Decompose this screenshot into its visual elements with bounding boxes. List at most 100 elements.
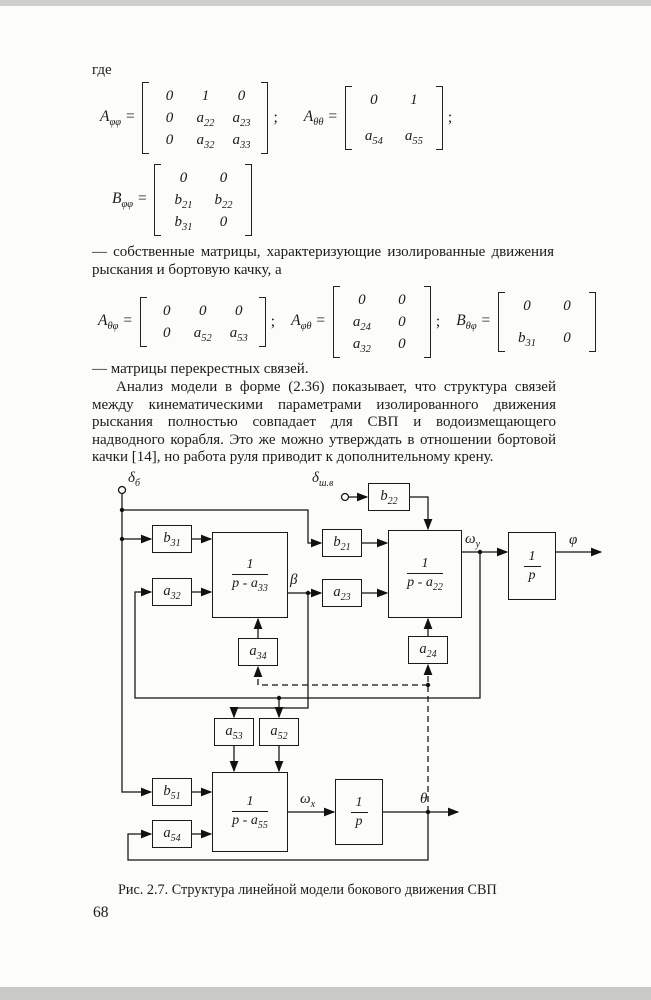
matrix-cell: 0 xyxy=(523,298,531,314)
matrix-cell: 1 xyxy=(410,92,418,108)
matrix-body: 0 0 0 0 a52 a53 xyxy=(139,297,266,347)
separator: ; xyxy=(435,313,441,330)
scan-edge-bottom xyxy=(0,987,651,1000)
matrix-cell: 0 xyxy=(563,298,571,314)
matrix-cell: b31 xyxy=(517,330,536,349)
matrix-row-1: Aφφ = 0 1 0 0 a22 a23 0 a32 a33 ; Aθθ xyxy=(100,82,452,154)
matrix-cell: 0 xyxy=(165,88,174,104)
matrix-label-a-phiphi: Aφφ = xyxy=(100,107,136,129)
matrix-a-phiphi: Aφφ = 0 1 0 0 a22 a23 0 a32 a33 ; xyxy=(100,82,278,154)
input-label-delta-rudder: δб xyxy=(128,470,141,489)
scan-edge-top xyxy=(0,0,651,6)
matrix-grid: 0 0 b31 0 xyxy=(505,292,589,352)
gain-block-a32: a32 xyxy=(152,578,192,606)
wire-theta-to-a54 xyxy=(127,812,429,861)
gain-label-b21: b21 xyxy=(333,533,351,553)
gain-block-a53: a53 xyxy=(214,718,254,746)
matrix-cell: a53 xyxy=(229,325,248,344)
matrix-cell: a32 xyxy=(352,336,371,355)
bracket-right xyxy=(423,286,431,358)
signal-label-phi: φ xyxy=(569,532,578,548)
separator: ; xyxy=(270,313,276,330)
matrix-b-phiphi: Bφφ = 0 0 b21 b22 b31 0 xyxy=(112,164,253,236)
gain-block-b31: b31 xyxy=(152,525,192,553)
matrix-grid: 0 0 0 0 a52 a53 xyxy=(147,297,259,347)
matrix-row-3: Aθφ = 0 0 0 0 a52 a53 ; Aφθ = 0 xyxy=(98,286,596,358)
separator: ; xyxy=(273,109,278,126)
matrix-cell: b21 xyxy=(174,192,193,211)
matrix-cell: a52 xyxy=(193,325,212,344)
signal-label-theta: θ xyxy=(420,791,428,807)
terminal-delta-shv xyxy=(340,492,350,502)
bracket-right xyxy=(258,297,266,347)
gain-block-b51: b51 xyxy=(152,778,192,806)
matrix-cell: 0 xyxy=(219,170,228,186)
matrix-body: 0 0 b21 b22 b31 0 xyxy=(154,164,253,236)
gain-block-b22: b22 xyxy=(368,483,410,511)
matrix-cell: a32 xyxy=(196,132,215,151)
tf-denominator: p xyxy=(355,813,363,829)
gain-label-a54: a54 xyxy=(163,824,181,844)
figure-caption: Рис. 2.7. Структура линейной модели боко… xyxy=(118,882,497,898)
signal-label-beta: β xyxy=(290,572,298,588)
matrix-cell: 0 xyxy=(219,214,228,230)
bracket-right xyxy=(435,86,443,150)
bracket-left xyxy=(142,82,150,154)
matrix-grid: 0 0 b21 b22 b31 0 xyxy=(161,164,245,236)
where-label: где xyxy=(92,62,112,78)
separator: ; xyxy=(447,109,453,126)
page-number: 68 xyxy=(93,904,109,921)
matrix-cell: b31 xyxy=(174,214,193,233)
tf-denominator: p - a33 xyxy=(232,575,268,594)
gain-label-b31: b31 xyxy=(163,529,181,549)
terminal-delta-b xyxy=(117,485,127,495)
matrix-cell: a54 xyxy=(364,128,383,147)
matrix-label-a-thetatheta: Aθθ = xyxy=(303,107,338,129)
tf-numerator: 1 xyxy=(232,794,268,812)
note-cross-matrices: — матрицы перекрестных связей. xyxy=(92,361,309,377)
bracket-right xyxy=(245,164,253,236)
matrix-cell: 0 xyxy=(398,292,406,308)
note-own-matrices: — собственные матрицы, характеризующие и… xyxy=(92,244,554,278)
junction-dots xyxy=(119,507,483,815)
bracket-left xyxy=(344,86,352,150)
matrix-cell: a23 xyxy=(232,110,251,129)
bracket-right xyxy=(261,82,269,154)
matrix-cell: a24 xyxy=(352,314,371,333)
gain-label-a53: a53 xyxy=(225,722,243,742)
matrix-cell: 0 xyxy=(179,170,188,186)
matrix-body: 0 1 a54 a55 xyxy=(344,86,443,150)
matrix-a-thetatheta: Aθθ = 0 1 a54 a55 ; xyxy=(304,86,452,150)
input-label-delta-shv: δш.в xyxy=(312,470,334,489)
input-terminals xyxy=(117,485,350,502)
gain-label-b51: b51 xyxy=(163,782,181,802)
gain-block-a34: a34 xyxy=(238,638,278,666)
gain-label-a34: a34 xyxy=(249,642,267,662)
matrix-cell: 0 xyxy=(237,88,246,104)
tf-numerator: 1 xyxy=(407,556,443,574)
matrix-label-b-thetaphi: Bθφ = xyxy=(456,311,491,333)
matrix-cell: 0 xyxy=(370,92,378,108)
tf-numerator: 1 xyxy=(350,795,368,813)
matrix-cell: a55 xyxy=(404,128,423,147)
wire-theta-to-a34-dashed xyxy=(253,665,428,686)
bracket-left xyxy=(497,292,505,352)
matrix-grid: 0 1 a54 a55 xyxy=(352,86,436,150)
matrix-cell: 0 xyxy=(358,292,366,308)
gain-label-a24: a24 xyxy=(419,640,437,660)
matrix-cell: a33 xyxy=(232,132,251,151)
signal-label-omega-y: ωу xyxy=(465,531,481,550)
matrix-cell: 0 xyxy=(398,314,406,330)
gain-label-a23: a23 xyxy=(333,583,351,603)
bracket-right xyxy=(588,292,596,352)
tf-numerator: 1 xyxy=(232,557,268,575)
matrix-cell: 0 xyxy=(165,132,174,148)
matrix-label-b-phiphi: Bφφ = xyxy=(112,189,148,211)
matrix-body: 0 0 b31 0 xyxy=(497,292,596,352)
